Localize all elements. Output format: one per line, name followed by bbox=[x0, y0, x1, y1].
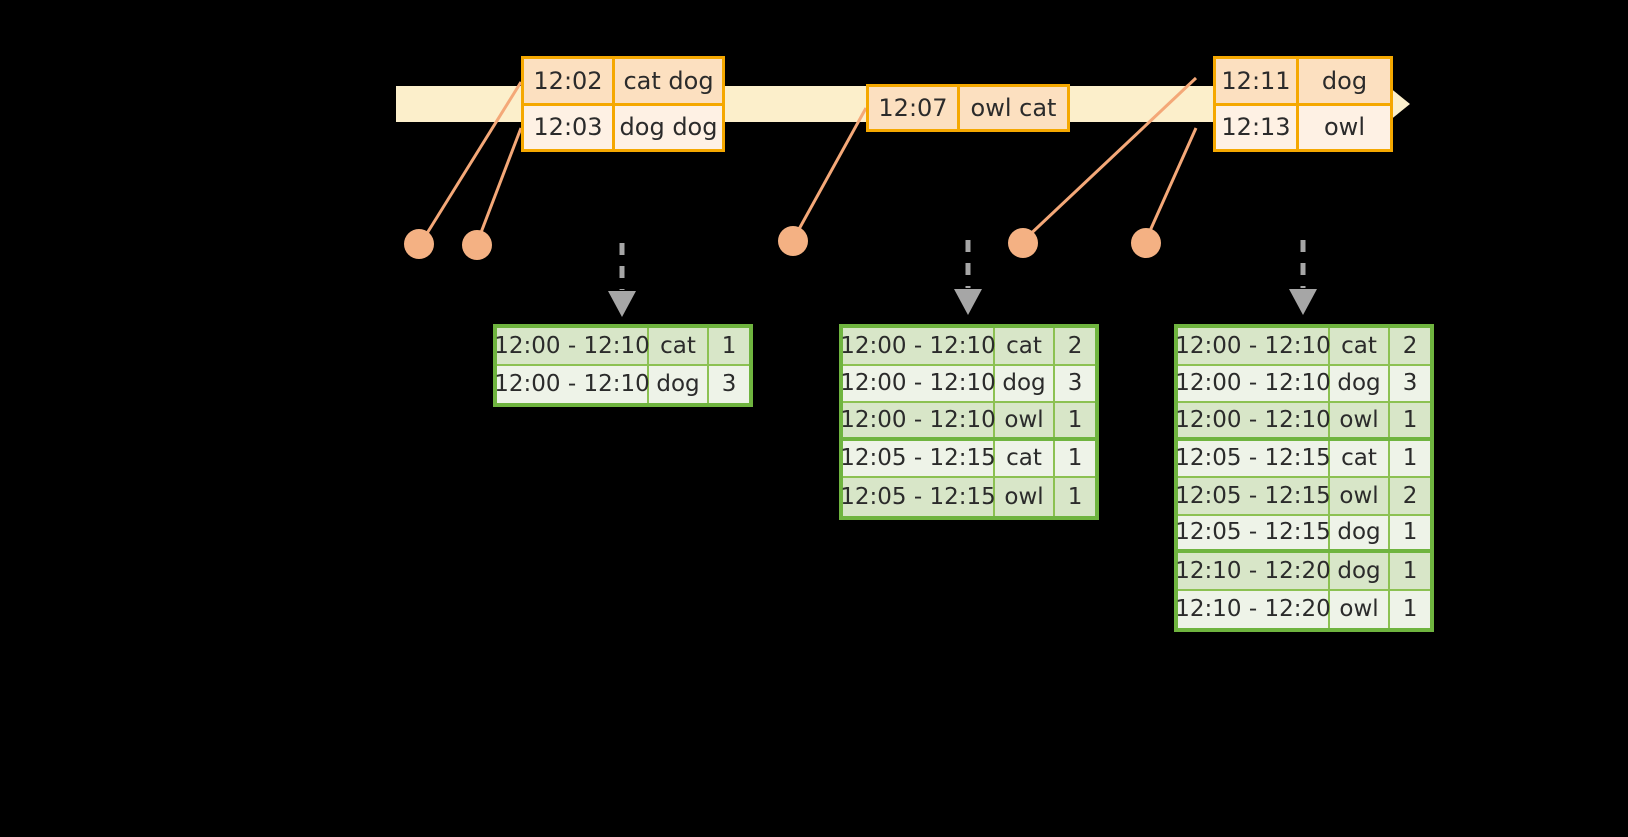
leader-line-3 bbox=[791, 107, 868, 241]
event-time: 12:07 bbox=[869, 87, 960, 129]
event-row[interactable]: 12:02 cat dog bbox=[524, 59, 722, 103]
cell-count: 1 bbox=[1055, 440, 1095, 476]
cell-window: 12:05 - 12:15 bbox=[840, 478, 996, 516]
cell-window: 12:05 - 12:15 bbox=[1175, 478, 1331, 514]
emit-arrowheads bbox=[608, 289, 1317, 317]
event-words: owl bbox=[1299, 105, 1390, 149]
cell-count: 1 bbox=[1390, 553, 1430, 589]
cell-count: 1 bbox=[1055, 403, 1095, 437]
event-dot-4 bbox=[1008, 228, 1038, 258]
cell-word: owl bbox=[1330, 590, 1391, 628]
event-time: 12:03 bbox=[524, 105, 615, 149]
cell-word: cat bbox=[1330, 440, 1391, 476]
leader-line-5 bbox=[1143, 127, 1198, 243]
cell-word: cat bbox=[995, 328, 1056, 364]
cell-count: 2 bbox=[1055, 328, 1095, 364]
event-words: dog bbox=[1299, 59, 1390, 103]
leader-line-1 bbox=[419, 81, 523, 244]
cell-word: dog bbox=[995, 365, 1056, 401]
cell-window: 12:05 - 12:15 bbox=[1175, 440, 1331, 476]
cell-count: 1 bbox=[1390, 590, 1430, 628]
event-words: owl cat bbox=[960, 87, 1067, 129]
cell-word: cat bbox=[649, 328, 710, 364]
cell-window: 12:05 - 12:15 bbox=[1175, 515, 1331, 549]
cell-count: 1 bbox=[1390, 403, 1430, 437]
cell-window: 12:00 - 12:10 bbox=[1175, 403, 1331, 437]
cell-word: owl bbox=[1330, 403, 1391, 437]
cell-word: cat bbox=[995, 440, 1056, 476]
cell-word: dog bbox=[649, 365, 710, 403]
event-words: cat dog bbox=[615, 59, 722, 103]
cell-window: 12:00 - 12:10 bbox=[840, 328, 996, 364]
event-dot-1 bbox=[404, 229, 434, 259]
cell-window: 12:00 - 12:10 bbox=[840, 403, 996, 437]
cell-word: dog bbox=[1330, 365, 1391, 401]
emit-arrowhead-1 bbox=[608, 291, 636, 317]
event-row[interactable]: 12:13 owl bbox=[1216, 102, 1390, 149]
cell-window: 12:00 - 12:10 bbox=[494, 328, 650, 364]
cell-window: 12:00 - 12:10 bbox=[1175, 365, 1331, 401]
cell-word: owl bbox=[1330, 478, 1391, 514]
event-time: 12:13 bbox=[1216, 105, 1299, 149]
event-words: dog dog bbox=[615, 105, 722, 149]
cell-word: dog bbox=[1330, 515, 1391, 549]
event-time: 12:02 bbox=[524, 59, 615, 103]
event-row[interactable]: 12:03 dog dog bbox=[524, 102, 722, 149]
cell-count: 1 bbox=[1390, 515, 1430, 549]
event-dot-2 bbox=[462, 230, 492, 260]
cell-count: 3 bbox=[709, 365, 749, 403]
cell-count: 3 bbox=[1055, 365, 1095, 401]
event-group-2[interactable]: 12:07 owl cat bbox=[866, 84, 1070, 132]
cell-count: 1 bbox=[1390, 440, 1430, 476]
cell-window: 12:10 - 12:20 bbox=[1175, 553, 1331, 589]
event-dot-3 bbox=[778, 226, 808, 256]
leader-line-2 bbox=[475, 127, 523, 244]
cell-window: 12:10 - 12:20 bbox=[1175, 590, 1331, 628]
event-row[interactable]: 12:07 owl cat bbox=[869, 87, 1067, 129]
cell-word: cat bbox=[1330, 328, 1391, 364]
cell-window: 12:00 - 12:10 bbox=[840, 365, 996, 401]
event-group-3[interactable]: 12:11 dog 12:13 owl bbox=[1213, 56, 1393, 152]
cell-count: 2 bbox=[1390, 478, 1430, 514]
cell-window: 12:00 - 12:10 bbox=[1175, 328, 1331, 364]
cell-word: owl bbox=[995, 478, 1056, 516]
cell-count: 2 bbox=[1390, 328, 1430, 364]
event-row[interactable]: 12:11 dog bbox=[1216, 59, 1390, 103]
cell-count: 1 bbox=[1055, 478, 1095, 516]
event-dots bbox=[404, 226, 1161, 260]
event-group-1[interactable]: 12:02 cat dog 12:03 dog dog bbox=[521, 56, 725, 152]
cell-count: 1 bbox=[709, 328, 749, 364]
cell-window: 12:00 - 12:10 bbox=[494, 365, 650, 403]
event-dot-5 bbox=[1131, 228, 1161, 258]
emit-arrowhead-3 bbox=[1289, 289, 1317, 315]
cell-count: 3 bbox=[1390, 365, 1430, 401]
emit-arrowhead-2 bbox=[954, 289, 982, 315]
cell-word: dog bbox=[1330, 553, 1391, 589]
event-time: 12:11 bbox=[1216, 59, 1299, 103]
emit-arrows bbox=[619, 240, 1306, 290]
cell-window: 12:05 - 12:15 bbox=[840, 440, 996, 476]
cell-word: owl bbox=[995, 403, 1056, 437]
